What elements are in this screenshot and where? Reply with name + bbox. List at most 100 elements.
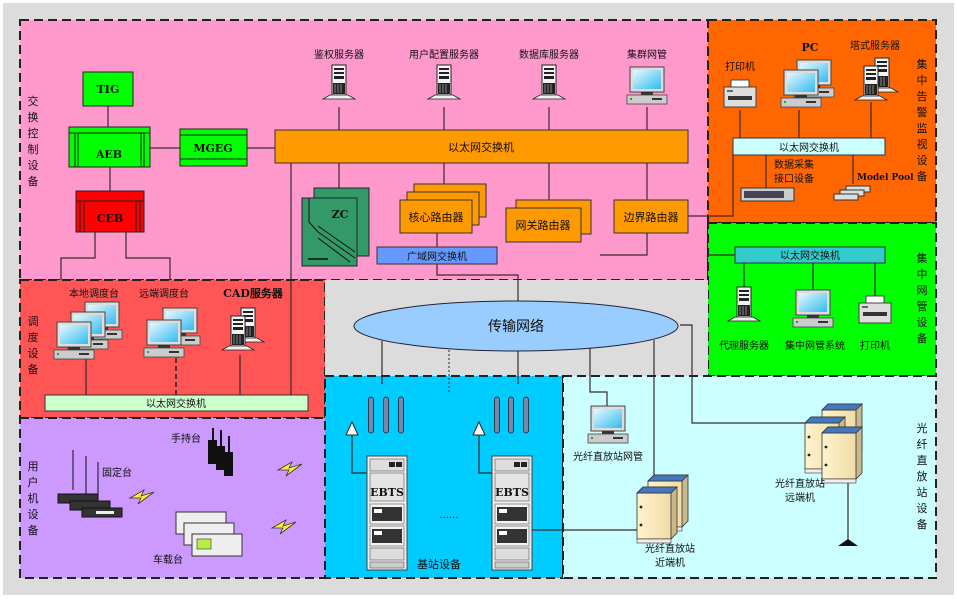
zone-dispatch-label: 调度设备 [28, 315, 39, 376]
svg-text:数据库服务器: 数据库服务器 [519, 48, 579, 61]
nms-printer[interactable]: 打印机 [858, 295, 892, 352]
ceb-box[interactable]: CEB [75, 190, 145, 233]
svg-text:固定台: 固定台 [102, 466, 132, 479]
tower-server[interactable]: 塔式服务器 [850, 39, 900, 101]
svg-text:Model Pool: Model Pool [857, 173, 914, 183]
zone-repeater-label: 光纤直放站设备 [917, 421, 928, 531]
svg-text:数据采集: 数据采集 [774, 158, 814, 171]
mgeg-box[interactable]: MGEG [179, 128, 248, 167]
svg-text:用户配置服务器: 用户配置服务器 [409, 48, 479, 61]
desktop-pc-icon [792, 289, 834, 328]
svg-text:EBTS: EBTS [370, 486, 404, 499]
zc-controller[interactable]: ZC [301, 187, 370, 267]
nms-system[interactable]: 集中网管系统 [785, 289, 845, 352]
svg-text:网关路由器: 网关路由器 [516, 218, 571, 232]
fixed-station[interactable]: 固定台 [57, 450, 132, 518]
svg-text:以太网交换机: 以太网交换机 [448, 140, 514, 154]
svg-text:CAD服务器: CAD服务器 [223, 286, 284, 300]
antenna-icon [494, 396, 500, 434]
repeater-nms[interactable]: 光纤直放站网管 [573, 405, 643, 463]
local-dispatch-console[interactable]: 本地调度台 [53, 287, 123, 360]
ebts-station-2[interactable]: EBTS [472, 396, 533, 571]
svg-text:传输网络: 传输网络 [488, 319, 544, 335]
console-icon [53, 321, 95, 360]
svg-text:打印机: 打印机 [860, 339, 890, 352]
svg-text:AEB: AEB [95, 148, 122, 161]
alarm-pc[interactable]: PC [780, 41, 835, 108]
ebts-rack-icon [491, 455, 533, 571]
vehicle-radio[interactable]: 车载台 [153, 511, 243, 566]
svg-text:PC: PC [801, 41, 818, 54]
antenna-icon [398, 396, 404, 434]
svg-text:本地调度台: 本地调度台 [69, 287, 119, 300]
database-server[interactable]: 数据库服务器 [519, 48, 579, 100]
svg-text:近端机: 近端机 [655, 556, 685, 569]
cad-server[interactable]: CAD服务器 [221, 286, 284, 351]
ground-antenna-icon [838, 539, 858, 546]
svg-text:TIG: TIG [97, 83, 120, 96]
ebts-rack-icon [366, 455, 408, 571]
user-config-server[interactable]: 用户配置服务器 [409, 48, 479, 100]
handheld-radio[interactable]: 手持台 [171, 428, 233, 476]
cluster-nms[interactable]: 集群网管 [626, 48, 668, 105]
tig-box[interactable]: TIG [82, 71, 134, 107]
svg-text:广域网交换机: 广域网交换机 [407, 250, 467, 263]
data-acquisition-interface[interactable]: 数据采集 接口设备 [740, 158, 814, 202]
console-icon [143, 319, 185, 358]
zone-nms-label: 集中网管设备 [917, 251, 928, 345]
ebts-station-1[interactable]: EBTS [345, 396, 408, 571]
border-router[interactable]: 边界路由器 [613, 199, 689, 234]
svg-text:光纤直放站: 光纤直放站 [775, 477, 825, 490]
svg-text:光纤直放站网管: 光纤直放站网管 [573, 450, 643, 463]
zone-basestation-label: 基站设备 [417, 557, 461, 571]
alarm-ethernet-switch[interactable]: 以太网交换机 [732, 137, 886, 156]
cabinet-icon [821, 426, 863, 484]
desktop-pc-icon [587, 405, 629, 444]
svg-text:MGEG: MGEG [193, 142, 232, 155]
proxy-server[interactable]: 代理服务器 [719, 286, 769, 352]
svg-text:手持台: 手持台 [171, 432, 201, 445]
ellipsis: ...... [439, 510, 458, 521]
desktop-pc-icon [626, 66, 668, 105]
auth-server[interactable]: 鉴权服务器 [314, 48, 364, 100]
zone-alarm-label: 集中告警监视设备 [917, 57, 928, 183]
repeater-near-unit[interactable]: 光纤直放站 近端机 [636, 474, 695, 569]
core-router[interactable]: 核心路由器 [399, 183, 487, 234]
svg-text:核心路由器: 核心路由器 [409, 210, 464, 224]
svg-text:以太网交换机: 以太网交换机 [779, 141, 839, 154]
svg-text:远端机: 远端机 [785, 491, 815, 504]
antenna-icon [383, 396, 389, 434]
desktop-pc-icon [780, 69, 822, 108]
svg-text:鉴权服务器: 鉴权服务器 [314, 48, 364, 61]
zone-switching-label: 交换控制设备 [28, 94, 39, 188]
repeater-far-unit[interactable]: 光纤直放站 远端机 [775, 403, 863, 504]
svg-text:塔式服务器: 塔式服务器 [850, 39, 900, 52]
svg-text:接口设备: 接口设备 [774, 172, 814, 185]
main-ethernet-switch[interactable]: 以太网交换机 [274, 129, 689, 164]
svg-text:车载台: 车载台 [153, 553, 183, 566]
gateway-router[interactable]: 网关路由器 [505, 199, 592, 243]
svg-text:集中网管系统: 集中网管系统 [785, 339, 845, 352]
svg-text:边界路由器: 边界路由器 [624, 210, 679, 224]
antenna-icon [508, 396, 514, 434]
svg-text:光纤直放站: 光纤直放站 [645, 542, 695, 555]
antenna-icon [523, 396, 529, 434]
remote-dispatch-console[interactable]: 远端调度台 [139, 287, 201, 358]
svg-text:以太网交换机: 以太网交换机 [146, 397, 206, 410]
svg-text:代理服务器: 代理服务器 [719, 339, 769, 352]
svg-text:打印机: 打印机 [725, 60, 755, 73]
svg-text:EBTS: EBTS [495, 486, 529, 499]
cabinet-icon [636, 486, 678, 544]
alarm-printer[interactable]: 打印机 [723, 60, 757, 108]
nms-ethernet-switch[interactable]: 以太网交换机 [734, 246, 886, 264]
wan-switch[interactable]: 广域网交换机 [376, 246, 498, 265]
svg-text:ZC: ZC [332, 208, 349, 221]
transport-network[interactable]: 传输网络 [353, 300, 679, 352]
svg-text:CEB: CEB [97, 212, 123, 225]
model-pool[interactable]: Model Pool [833, 173, 914, 201]
dispatch-ethernet-switch[interactable]: 以太网交换机 [44, 394, 309, 412]
aeb-box[interactable]: AEB [68, 126, 151, 168]
antenna-icon [368, 396, 374, 434]
svg-text:以太网交换机: 以太网交换机 [780, 249, 840, 262]
